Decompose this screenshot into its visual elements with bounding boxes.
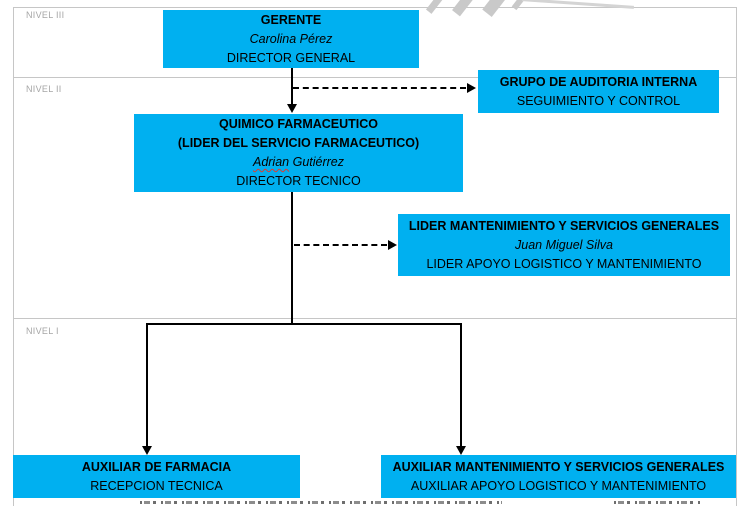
arrowhead-down-icon xyxy=(456,446,466,455)
level-label-nivel-iii: NIVEL III xyxy=(26,10,65,20)
org-box-gerente: GERENTE Carolina Pérez DIRECTOR GENERAL xyxy=(163,10,419,68)
level-label-nivel-i: NIVEL I xyxy=(26,326,59,336)
box-subtitle: (LIDER DEL SERVICIO FARMACEUTICO) xyxy=(177,136,420,150)
arrowhead-right-icon xyxy=(388,240,397,250)
connector-down-to-auxiliar-farmacia xyxy=(146,323,148,446)
box-role: AUXILIAR APOYO LOGISTICO Y MANTENIMIENTO xyxy=(410,478,707,493)
box-title: GRUPO DE AUDITORIA INTERNA xyxy=(499,74,698,89)
box-title: GERENTE xyxy=(260,12,322,27)
connector-dashed-to-auditoria xyxy=(293,87,466,89)
box-role: DIRECTOR GENERAL xyxy=(226,50,356,65)
org-box-auxiliar-mantenimiento: AUXILIAR MANTENIMIENTO Y SERVICIOS GENER… xyxy=(381,455,736,498)
box-person-name: Carolina Pérez xyxy=(249,31,333,46)
box-role: DIRECTOR TECNICO xyxy=(236,174,361,188)
box-role: RECEPCION TECNICA xyxy=(90,478,223,493)
box-title: LIDER MANTENIMIENTO Y SERVICIOS GENERALE… xyxy=(408,218,720,233)
level-label-nivel-ii: NIVEL II xyxy=(26,84,62,94)
frame-left-border xyxy=(13,7,14,506)
cutoff-text-strip xyxy=(140,501,502,504)
connector-down-to-auxiliar-mantenimiento xyxy=(460,323,462,446)
box-role: LIDER APOYO LOGISTICO Y MANTENIMIENTO xyxy=(426,256,702,271)
frame-right-border xyxy=(736,7,737,506)
org-box-auditoria-interna: GRUPO DE AUDITORIA INTERNA SEGUIMIENTO Y… xyxy=(478,70,719,113)
box-title: AUXILIAR MANTENIMIENTO Y SERVICIOS GENER… xyxy=(392,459,725,474)
arrowhead-right-icon xyxy=(467,83,476,93)
org-box-auxiliar-farmacia: AUXILIAR DE FARMACIA RECEPCION TECNICA xyxy=(13,455,300,498)
box-role: SEGUIMIENTO Y CONTROL xyxy=(516,93,681,108)
cutoff-text-strip xyxy=(614,501,702,504)
arrowhead-down-icon xyxy=(287,104,297,113)
misspelled-word: Adrian xyxy=(252,155,290,169)
watermark-stroke-icon xyxy=(482,0,508,17)
level-divider-nivel-ii-i xyxy=(13,318,737,319)
box-title: AUXILIAR DE FARMACIA xyxy=(81,459,232,474)
frame-top-border xyxy=(13,7,737,8)
name-rest: Gutiérrez xyxy=(289,155,345,169)
connector-horizontal-branch xyxy=(146,323,462,325)
box-title: QUIMICO FARMACEUTICO xyxy=(218,117,379,131)
watermark-stroke-icon xyxy=(511,0,527,11)
watermark-stroke-icon xyxy=(452,0,476,17)
connector-gerente-to-quimico xyxy=(291,68,293,105)
box-person-name: Adrian Gutiérrez xyxy=(253,153,344,172)
org-box-lider-mantenimiento: LIDER MANTENIMIENTO Y SERVICIOS GENERALE… xyxy=(398,214,730,276)
org-box-quimico-farmaceutico: QUIMICO FARMACEUTICO (LIDER DEL SERVICIO… xyxy=(134,114,463,192)
connector-quimico-down xyxy=(291,192,293,325)
connector-dashed-to-lider-mantenimiento xyxy=(294,244,387,246)
arrowhead-down-icon xyxy=(142,446,152,455)
box-person-name: Juan Miguel Silva xyxy=(515,237,613,252)
level-divider-nivel-iii-ii xyxy=(13,77,737,78)
